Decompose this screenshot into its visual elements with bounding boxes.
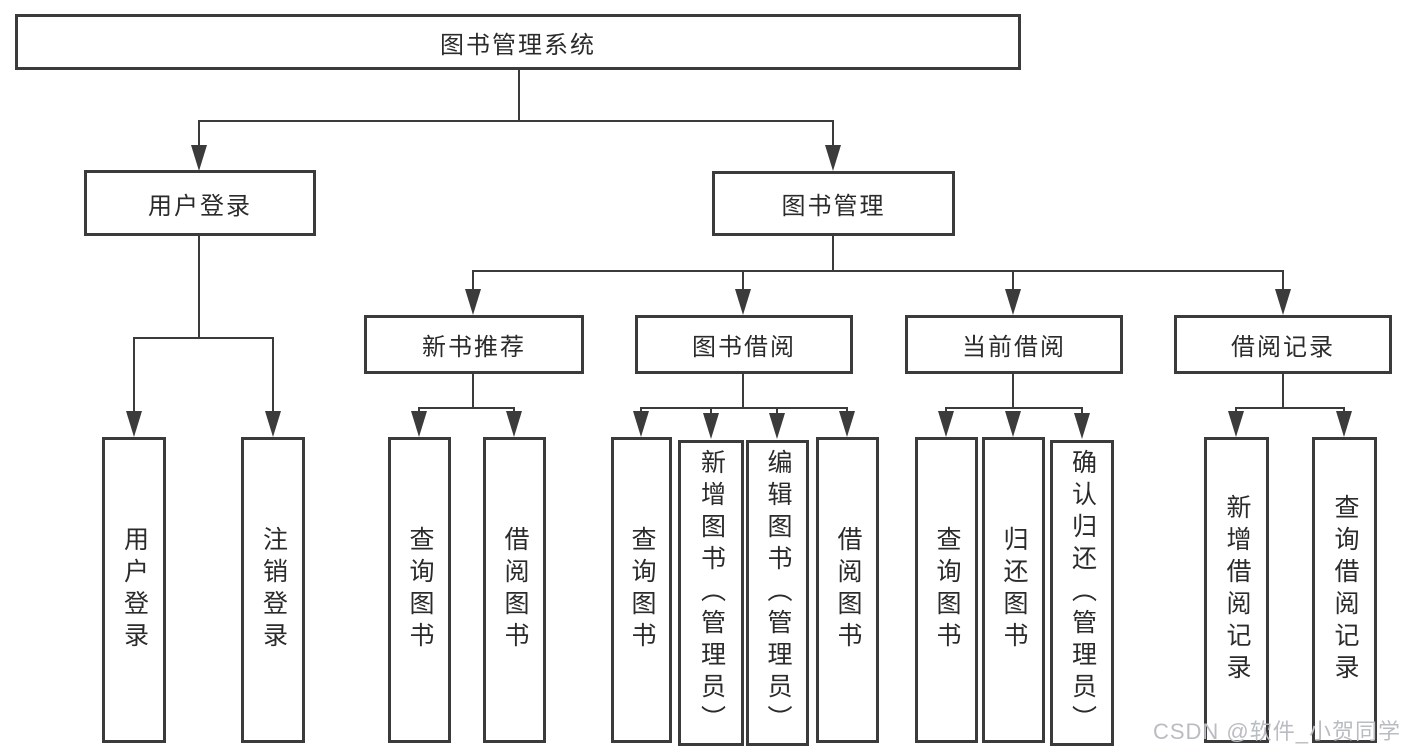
node-borrow-record: 借阅记录 [1174,315,1392,374]
connector-line [1343,407,1345,413]
arrow-down-icon [1275,289,1291,315]
node-book-borrow: 图书借阅 [635,315,853,374]
connector-line [1282,374,1284,407]
arrow-down-icon [265,411,281,437]
connector-line [1012,270,1014,290]
leaf-add-borrow-record: 新增借阅记录 [1204,437,1269,743]
node-current-borrow: 当前借阅 [905,315,1123,374]
node-label: 用户登录 [120,526,149,654]
connector-line [1012,374,1014,407]
leaf-query-book-2: 查询图书 [611,437,672,743]
connector-line [472,374,474,407]
leaf-confirm-return-admin: 确认归还（管理员） [1050,440,1114,746]
connector-line [513,407,515,413]
connector-line [133,337,135,412]
node-label: 归还图书 [1000,526,1028,654]
connector-line [518,70,520,120]
connector-line [418,407,515,409]
node-label: 新书推荐 [422,334,526,361]
connector-line [272,337,274,412]
connector-line [1235,407,1237,413]
node-book-management: 图书管理 [712,171,955,236]
arrow-down-icon [1336,411,1352,437]
node-user-login: 用户登录 [84,170,316,236]
connector-line [418,407,420,413]
leaf-borrow-book-2: 借阅图书 [816,437,879,743]
connector-line [832,236,834,270]
connector-line [198,236,200,337]
connector-line [742,270,744,290]
arrow-down-icon [1005,289,1021,315]
connector-line [472,270,474,290]
csdn-watermark: CSDN @软件_小贺同学 [1152,719,1401,744]
leaf-borrow-book-1: 借阅图书 [483,437,546,743]
node-label: 查询借阅记录 [1331,494,1359,686]
connector-line [133,337,274,339]
leaf-edit-book-admin: 编辑图书（管理员） [746,440,809,746]
leaf-add-book-admin: 新增图书（管理员） [678,440,744,746]
arrow-down-icon [1228,411,1244,437]
arrow-down-icon [411,411,427,437]
arrow-down-icon [769,413,785,439]
node-label: 注销登录 [259,526,288,654]
arrow-down-icon [465,289,481,315]
node-label: 借阅图书 [834,526,862,654]
leaf-query-borrow-record: 查询借阅记录 [1312,437,1377,743]
connector-line [198,120,834,122]
leaf-user-login: 用户登录 [102,437,166,743]
connector-line [1235,407,1345,409]
arrow-down-icon [735,289,751,315]
connector-line [640,407,848,409]
node-new-book-recommend: 新书推荐 [364,315,584,374]
connector-line [776,407,778,413]
node-label: 图书管理 [781,193,886,220]
connector-line [945,407,947,413]
connector-line [198,120,200,148]
connector-line [1081,407,1083,413]
arrow-down-icon [938,411,954,437]
connector-line [832,120,834,148]
connector-line [742,374,744,407]
arrow-down-icon [1074,413,1090,439]
connector-line [945,407,1083,409]
arrow-down-icon [703,413,719,439]
arrow-down-icon [191,145,207,171]
arrow-down-icon [1005,411,1021,437]
node-label: 编辑图书（管理员） [764,449,792,737]
connector-line [710,407,712,413]
node-label: 查询图书 [406,526,434,654]
arrow-down-icon [126,411,142,437]
node-library-system: 图书管理系统 [15,14,1021,70]
leaf-query-book-3: 查询图书 [915,437,978,743]
leaf-query-book-1: 查询图书 [388,437,451,743]
arrow-down-icon [825,145,841,171]
node-label: 用户登录 [148,192,252,220]
connector-line [640,407,642,413]
arrow-down-icon [633,411,649,437]
node-label: 新增图书（管理员） [697,449,726,737]
leaf-logout: 注销登录 [241,437,305,743]
node-label: 查询图书 [933,526,961,654]
leaf-return-book: 归还图书 [982,437,1045,743]
connector-line [846,407,848,413]
node-label: 借阅图书 [501,526,529,654]
node-label: 借阅记录 [1231,334,1335,361]
connector-line [472,270,1284,272]
node-label: 图书借阅 [692,334,796,361]
node-label: 图书管理系统 [440,31,596,59]
node-label: 查询图书 [628,526,656,654]
node-label: 当前借阅 [962,334,1066,361]
arrow-down-icon [506,411,522,437]
node-label: 新增借阅记录 [1223,494,1251,686]
node-label: 确认归还（管理员） [1068,449,1097,737]
arrow-down-icon [839,411,855,437]
connector-line [1282,270,1284,290]
